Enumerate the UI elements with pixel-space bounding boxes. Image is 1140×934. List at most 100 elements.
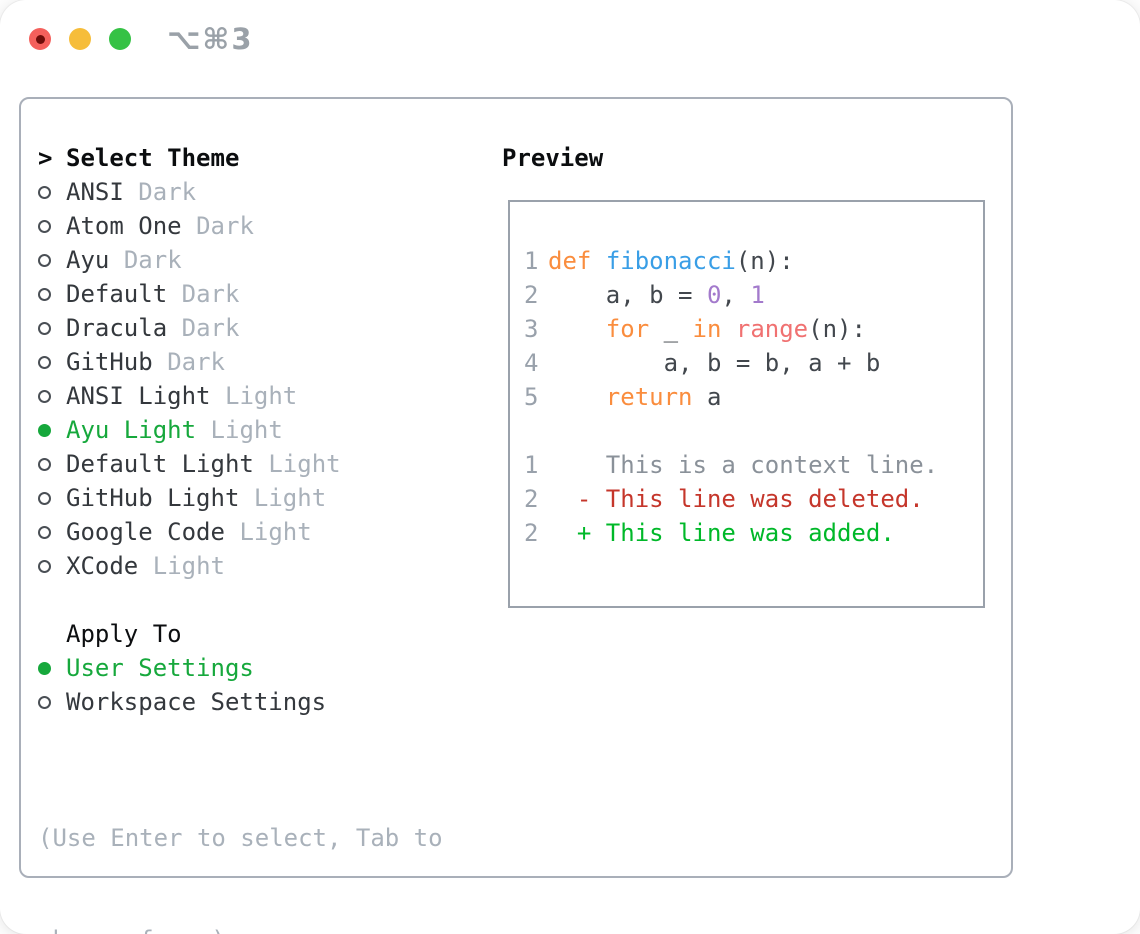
theme-variant: Light	[268, 450, 341, 478]
code-text: - This line was deleted.	[548, 485, 924, 513]
diff-line: 2 + This line was added.	[524, 516, 983, 550]
radio-icon	[38, 559, 51, 573]
theme-name: ANSI	[66, 178, 124, 206]
theme-option-ansi-light[interactable]: ANSI Light Light	[38, 379, 488, 413]
line-number: 4	[524, 349, 539, 377]
apply-to-header: Apply To	[38, 617, 488, 651]
code-text: This is a context line.	[548, 451, 939, 479]
apply-option-workspace-settings[interactable]: Workspace Settings	[38, 685, 488, 719]
theme-option-xcode[interactable]: XCode Light	[38, 549, 488, 583]
line-number: 2	[524, 281, 539, 309]
theme-option-ansi[interactable]: ANSI Dark	[38, 175, 488, 209]
diff-line: 2 - This line was deleted.	[524, 482, 983, 516]
code-text: a, b = b, a + b	[548, 349, 881, 377]
theme-option-default[interactable]: Default Dark	[38, 277, 488, 311]
code-text: for _ in range(n):	[605, 315, 866, 343]
theme-name: Ayu Light	[66, 416, 197, 444]
radio-selected-icon	[38, 423, 51, 437]
theme-option-google-code[interactable]: Google Code Light	[38, 515, 488, 549]
theme-name: Dracula	[66, 314, 168, 342]
code-line: 3 for _ in range(n):	[524, 312, 983, 346]
help-line-2: change focus)	[38, 923, 488, 934]
line-number: 3	[524, 315, 539, 343]
radio-icon	[38, 219, 51, 233]
line-number: 2	[524, 485, 539, 513]
radio-icon	[38, 457, 51, 471]
close-button[interactable]	[29, 28, 51, 50]
code-text: def fibonacci(n):	[548, 247, 794, 275]
cursor-marker: >	[38, 144, 53, 172]
theme-option-ayu-light[interactable]: Ayu Light Light	[38, 413, 488, 447]
theme-name: XCode	[66, 552, 139, 580]
spacer	[38, 583, 488, 617]
help-text: (Use Enter to select, Tab to change focu…	[38, 753, 488, 934]
theme-option-github[interactable]: GitHub Dark	[38, 345, 488, 379]
radio-selected-icon	[38, 661, 51, 675]
theme-variant: Light	[239, 518, 312, 546]
maximize-button[interactable]	[109, 28, 131, 50]
theme-variant: Dark	[138, 178, 197, 206]
theme-name: GitHub	[66, 348, 153, 376]
line-number: 2	[524, 519, 539, 547]
theme-variant: Light	[152, 552, 225, 580]
traffic-lights	[29, 28, 131, 50]
radio-icon	[38, 287, 51, 301]
preview-title: Preview	[502, 144, 604, 172]
theme-name: Google Code	[66, 518, 225, 546]
theme-name: Default	[66, 280, 168, 308]
radio-icon	[38, 491, 51, 505]
theme-variant: Dark	[196, 212, 254, 240]
radio-icon	[38, 321, 51, 335]
apply-to-title: Apply To	[66, 620, 182, 648]
code-line: 2 a, b = 0, 1	[524, 278, 983, 312]
code-text: a, b = 0, 1	[548, 281, 765, 309]
theme-name: Atom One	[66, 212, 182, 240]
titlebar: ⌥⌘3	[0, 0, 1140, 78]
code-line: 5 return a	[524, 380, 983, 414]
diff-line: 1 This is a context line.	[524, 448, 983, 482]
theme-variant: Light	[253, 484, 327, 512]
theme-variant: Dark	[167, 348, 225, 376]
radio-icon	[38, 185, 51, 199]
line-number: 1	[524, 451, 539, 479]
code-text: + This line was added.	[548, 519, 895, 547]
theme-name: Ayu	[66, 246, 110, 274]
select-theme-title: Select Theme	[66, 144, 240, 172]
theme-name: GitHub Light	[66, 484, 240, 512]
theme-variant: Dark	[181, 280, 240, 308]
theme-variant: Dark	[123, 246, 182, 274]
spacer	[38, 719, 488, 753]
line-number: 1	[524, 247, 539, 275]
theme-name: ANSI Light	[66, 382, 211, 410]
code-text: return a	[605, 383, 722, 411]
apply-name: Workspace Settings	[66, 688, 327, 716]
radio-icon	[38, 695, 51, 709]
theme-option-github-light[interactable]: GitHub Light Light	[38, 481, 488, 515]
blank-line	[524, 414, 983, 448]
radio-icon	[38, 389, 51, 403]
code-line: 1 def fibonacci(n):	[524, 244, 983, 278]
minimize-button[interactable]	[69, 28, 91, 50]
radio-icon	[38, 355, 51, 369]
theme-variant: Dark	[181, 314, 240, 342]
theme-name: Default Light	[66, 450, 254, 478]
window-title: ⌥⌘3	[167, 22, 254, 56]
theme-option-default-light[interactable]: Default Light Light	[38, 447, 488, 481]
theme-variant: Light	[210, 416, 283, 444]
apply-option-user-settings[interactable]: User Settings	[38, 651, 488, 685]
radio-icon	[38, 525, 51, 539]
radio-icon	[38, 253, 51, 267]
theme-option-atom-one[interactable]: Atom One Dark	[38, 209, 488, 243]
line-number: 5	[524, 383, 539, 411]
apply-name: User Settings	[66, 654, 254, 682]
theme-variant: Light	[225, 382, 298, 410]
help-line-1: (Use Enter to select, Tab to	[38, 824, 443, 852]
theme-option-ayu[interactable]: Ayu Dark	[38, 243, 488, 277]
theme-option-dracula[interactable]: Dracula Dark	[38, 311, 488, 345]
